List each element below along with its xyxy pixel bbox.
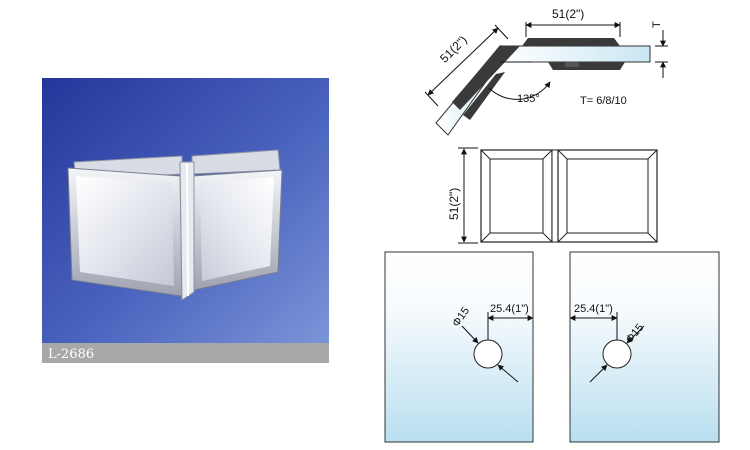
glass-panel-right: 25.4(1") Φ15 <box>569 251 720 443</box>
top-view-drawing: 51(2") T 51(2") 135° T= 6/8/10 <box>424 7 668 136</box>
thickness-symbol: T <box>651 21 663 28</box>
top-width-label: 51(2") <box>552 7 584 21</box>
model-label: L-2686 <box>48 347 94 362</box>
model-label-bar <box>42 343 329 363</box>
side-length-label: 51(2") <box>437 33 470 66</box>
thickness-options-label: T= 6/8/10 <box>580 95 627 107</box>
angle-label: 135° <box>517 93 540 105</box>
hole-right <box>602 339 632 369</box>
hole-left <box>473 339 503 369</box>
product-photo: L-2686 <box>42 78 329 363</box>
glass-panel-left: 25.4(1") Φ15 <box>384 251 534 443</box>
hole-offset-right-label: 25.4(1") <box>574 303 613 315</box>
hole-offset-left-label: 25.4(1") <box>490 303 529 315</box>
front-height-label: 51(2") <box>447 188 461 220</box>
front-view-drawing: 51(2") <box>447 147 658 244</box>
